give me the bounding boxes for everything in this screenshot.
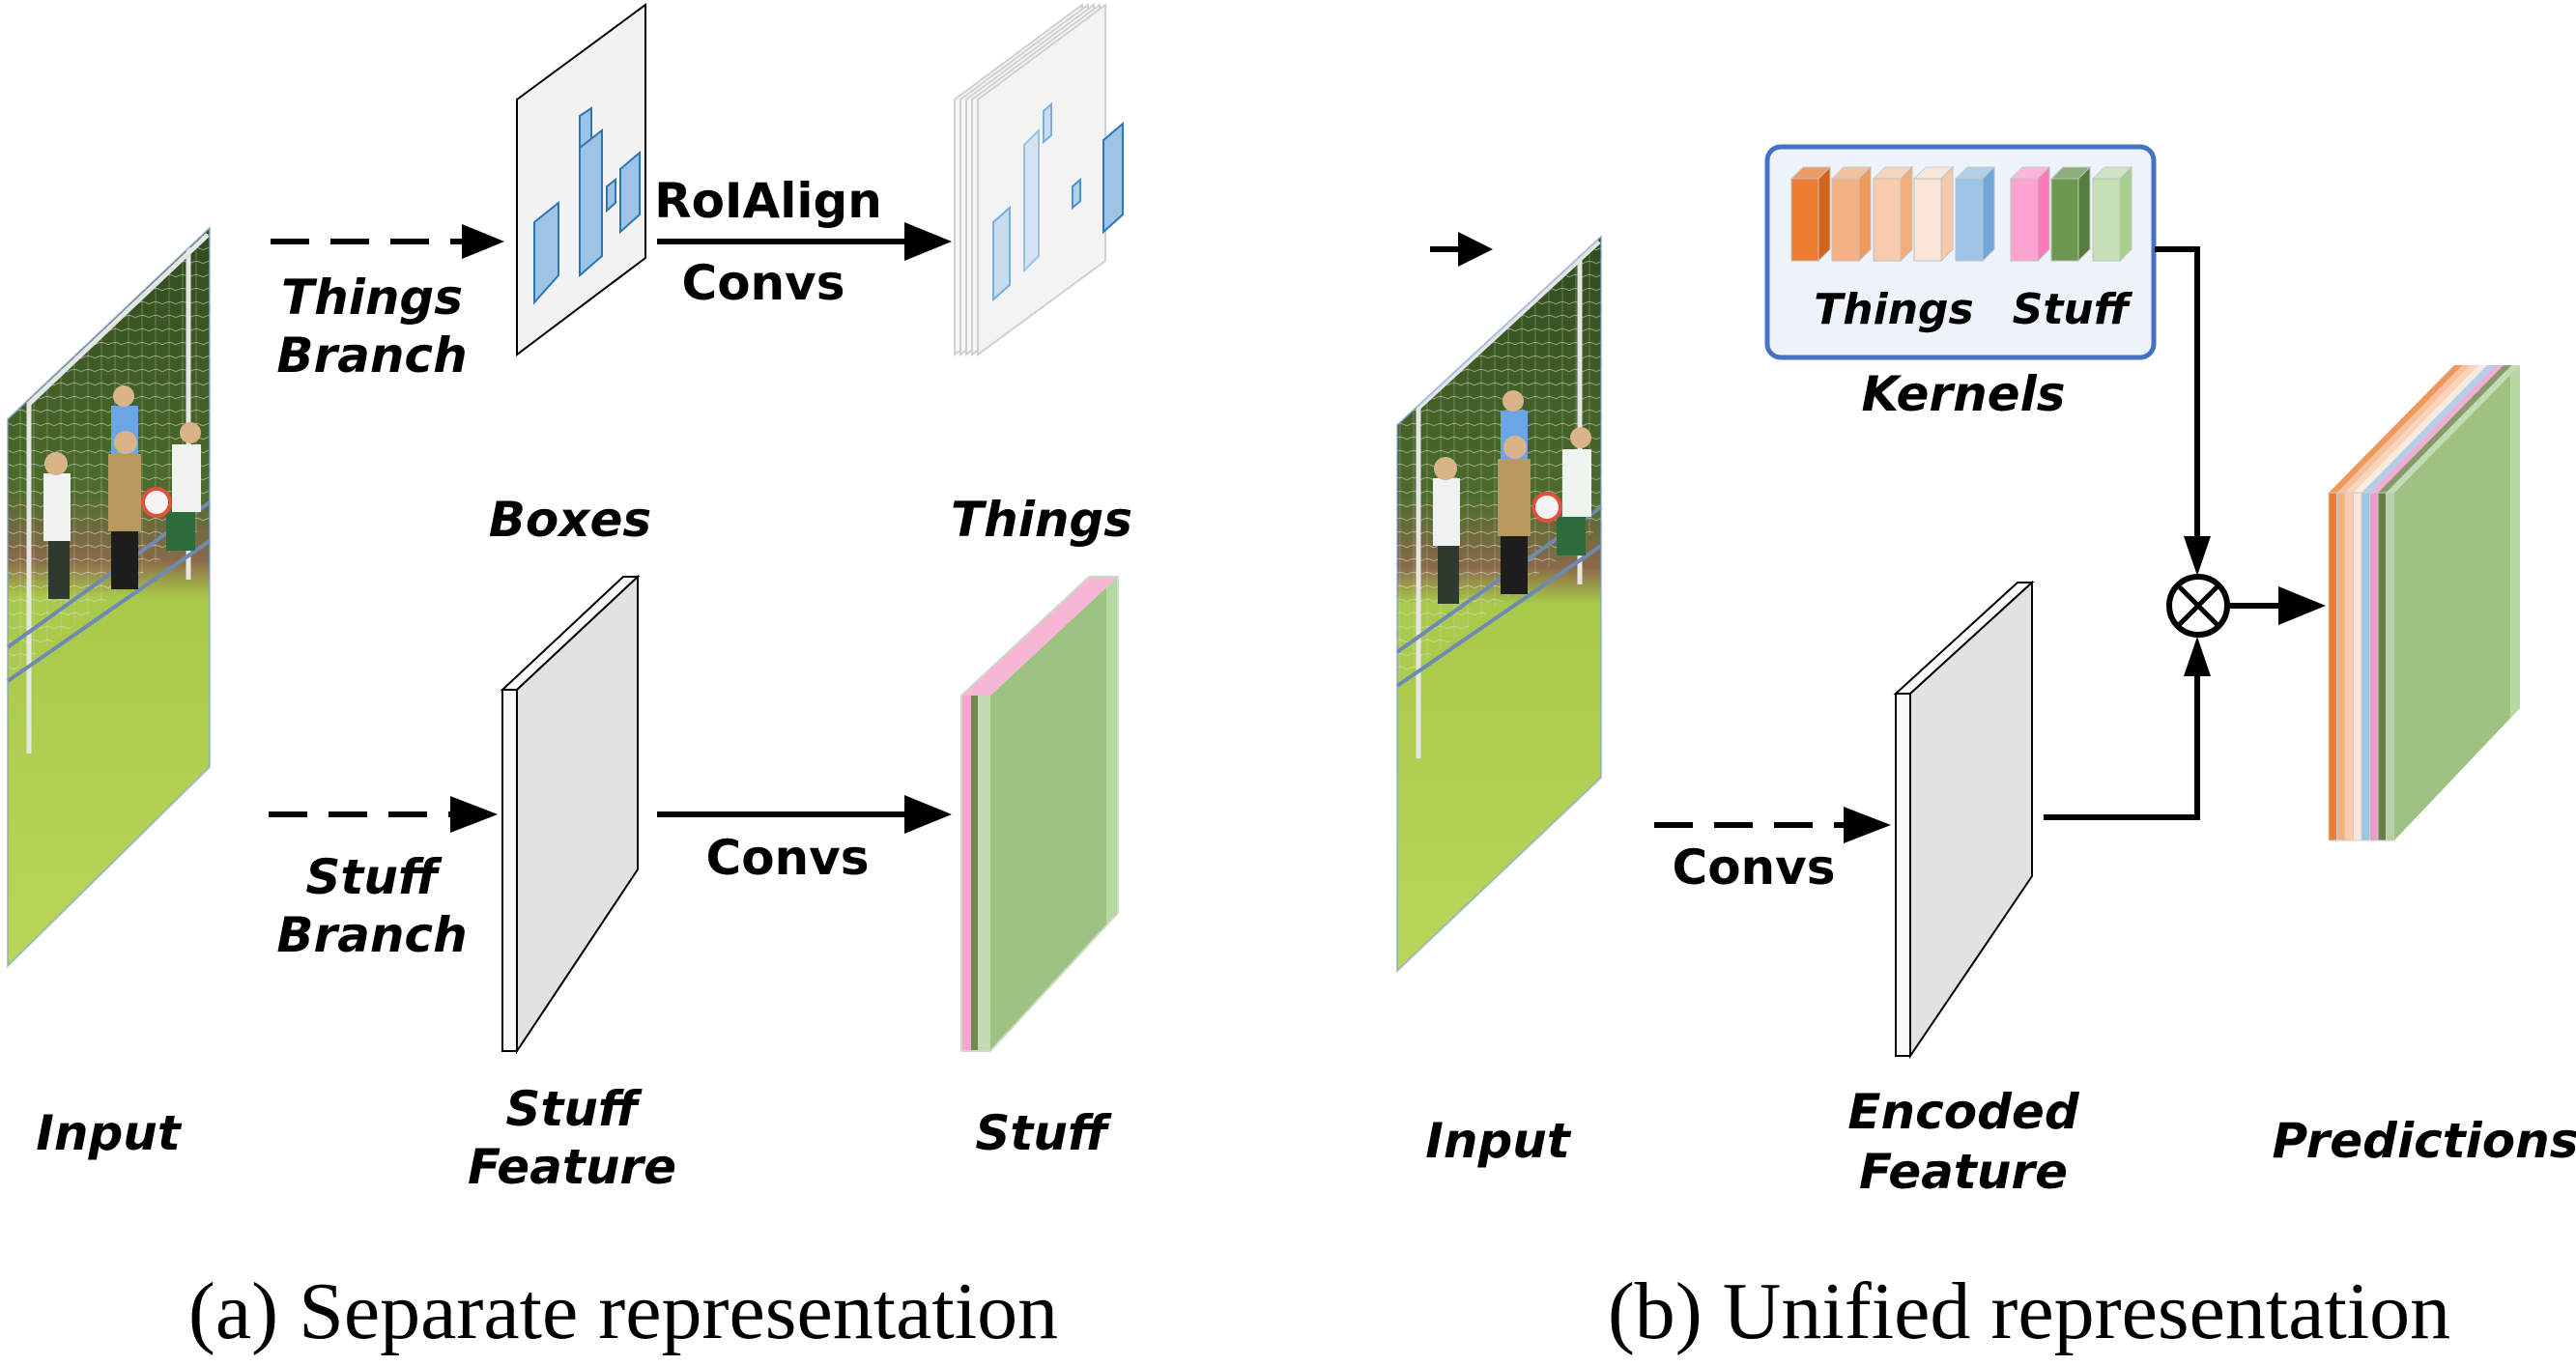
prediction-edge — [2510, 365, 2520, 718]
panel-a: Input Things Branch Boxes RoIAlign Convs — [6, 3, 1132, 1356]
prediction-layer-top — [2369, 365, 2504, 493]
encoded-feature-label-1: Encoded — [1847, 1084, 2079, 1140]
things-branch-arrowhead — [462, 224, 504, 259]
stuff-branch-label-1: Stuff — [305, 849, 443, 905]
boxes-plane — [516, 3, 646, 357]
predictions-stack — [2328, 365, 2520, 841]
prediction-layer — [2369, 492, 2379, 841]
stuff-feature-label-1: Stuff — [505, 1081, 643, 1137]
box-3 — [579, 128, 603, 278]
encoder-input-arrowhead — [1844, 807, 1891, 843]
kernels-things-label: Things — [1814, 285, 1973, 334]
prediction-layer — [2377, 492, 2387, 841]
things-kernel-bar — [1830, 165, 1873, 263]
stuff-kernel-bar — [2091, 165, 2133, 263]
encoded-feature-plane — [1893, 580, 2035, 1060]
input-image-b — [1395, 234, 1603, 974]
stuff-kernel-bar — [2049, 165, 2092, 263]
roialign-arrowhead — [904, 222, 952, 261]
prediction-layer — [2353, 492, 2362, 841]
box-1 — [533, 200, 559, 305]
stuff-kernel-bar — [2009, 165, 2051, 263]
things-stack — [954, 3, 1124, 356]
caption-a: (a) Separate representation — [188, 1266, 1058, 1356]
encoded-feature-label-2: Feature — [1859, 1144, 2068, 1200]
things-branch-label-1: Things — [281, 270, 463, 326]
things-kernel-bar — [1954, 165, 1996, 263]
prediction-layer — [2386, 492, 2395, 841]
things-kernel-bar — [1872, 165, 1914, 263]
multiply-operator-icon — [2166, 574, 2230, 638]
caption-b: (b) Unified representation — [1608, 1266, 2450, 1356]
input-label-a: Input — [36, 1105, 183, 1161]
stuff-branch-label-2: Branch — [276, 907, 467, 963]
convs-label-b: Convs — [1673, 840, 1836, 896]
things-label-a: Things — [951, 492, 1132, 548]
things-kernel-bar — [1912, 165, 1955, 263]
panel-b: Input Things Stuff Kernels Convs — [1395, 144, 2576, 1356]
prediction-layer-top — [2345, 365, 2479, 493]
prediction-layer-top — [2336, 365, 2471, 493]
stuff-stack — [960, 576, 1119, 1052]
kernels-to-multiply-line — [2155, 246, 2200, 541]
prediction-layer-top — [2386, 365, 2520, 493]
kernels-panel: Things Stuff — [1764, 144, 2157, 360]
prediction-layer — [2361, 492, 2370, 841]
box-4 — [606, 177, 616, 213]
kernels-label: Kernels — [1862, 366, 2066, 422]
prediction-layer-top — [2353, 365, 2487, 493]
input-image-a — [6, 225, 212, 969]
convs-top-label: Convs — [682, 255, 845, 311]
kernels-stuff-label: Stuff — [2013, 285, 2133, 334]
prediction-layer-top — [2329, 365, 2463, 493]
prediction-layer — [2336, 492, 2346, 841]
box-5 — [619, 150, 641, 235]
prediction-layer-top — [2361, 365, 2496, 493]
kernel-bars — [1789, 165, 2133, 263]
stuff-branch-arrowhead — [450, 796, 498, 833]
feature-to-multiply-line — [2044, 671, 2200, 820]
prediction-layer-top — [2378, 365, 2512, 493]
multiply-to-predictions-arrowhead — [2278, 586, 2326, 625]
stuff-label-a: Stuff — [975, 1105, 1112, 1161]
stuff-feature-label-2: Feature — [468, 1139, 676, 1195]
prediction-layer — [2328, 492, 2337, 841]
stuff-convs-arrowhead — [904, 795, 952, 834]
convs-bottom-label: Convs — [706, 830, 870, 886]
predictions-label: Predictions — [2273, 1113, 2576, 1169]
prediction-face — [2394, 365, 2520, 840]
boxes-label: Boxes — [489, 492, 651, 548]
roialign-label: RoIAlign — [654, 173, 882, 229]
stuff-feature-plane — [500, 574, 641, 1055]
things-branch-label-2: Branch — [276, 327, 467, 384]
prediction-layer — [2344, 492, 2354, 841]
things-kernel-bar — [1789, 165, 1832, 263]
feature-to-multiply-arrowhead — [2184, 637, 2211, 676]
input-label-b: Input — [1425, 1113, 1572, 1169]
kernels-to-multiply-arrowhead — [2184, 536, 2211, 576]
players — [43, 385, 201, 599]
